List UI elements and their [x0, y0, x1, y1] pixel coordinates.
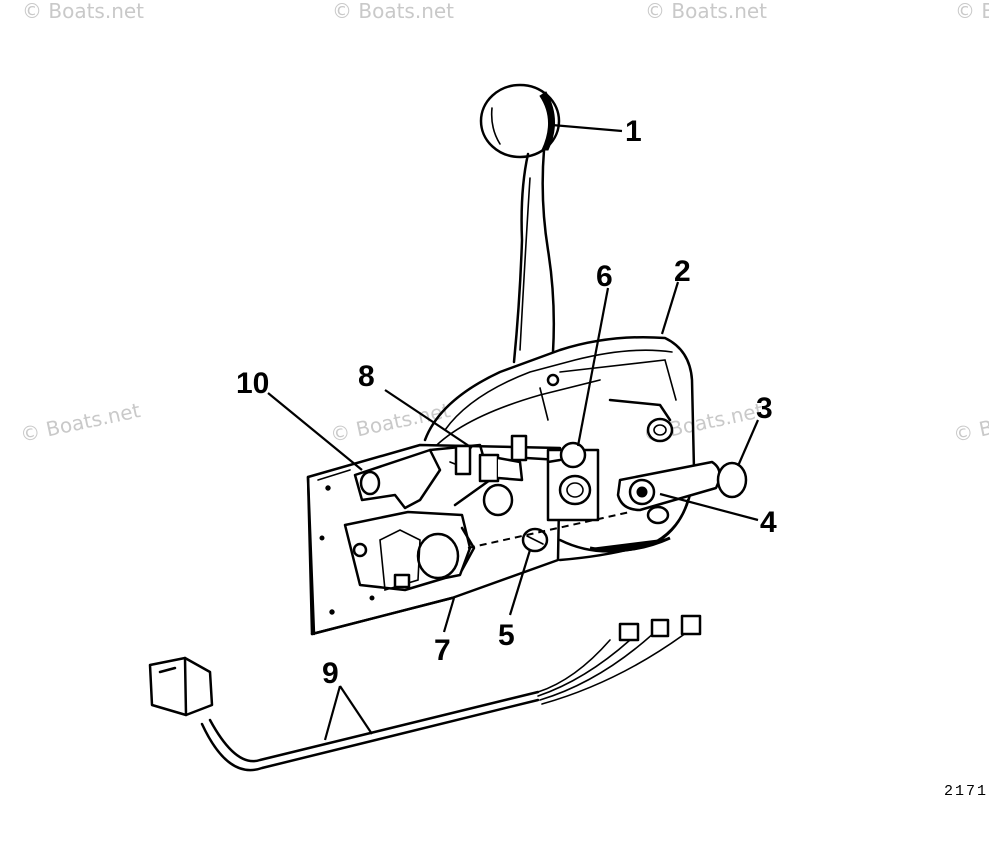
watermark-top-4: © Boats.net — [955, 0, 989, 23]
callout-6: 6 — [596, 260, 613, 293]
control-housing — [423, 335, 696, 562]
callout-9: 9 — [322, 657, 339, 690]
throttle-arm — [616, 460, 748, 525]
watermark-top-3: © Boats.net — [645, 0, 767, 23]
watermark-mid-4: © Boats.net — [951, 398, 989, 447]
wire-harness — [148, 614, 702, 772]
watermark-mid-1: © Boats.net — [18, 398, 142, 447]
watermark-top-1: © Boats.net — [22, 0, 144, 23]
callout-10: 10 — [236, 367, 269, 400]
watermark-group: © Boats.net © Boats.net © Boats.net © Bo… — [18, 0, 989, 447]
detent-screw — [521, 527, 549, 553]
callout-7: 7 — [434, 634, 451, 667]
switch-bracket-lower — [343, 510, 476, 592]
callout-1: 1 — [625, 115, 642, 148]
watermark-top-2: © Boats.net — [332, 0, 454, 23]
callout-4: 4 — [760, 506, 777, 539]
callout-3: 3 — [756, 392, 773, 425]
assembly-dash-line — [467, 511, 631, 549]
leader-lines — [267, 123, 760, 741]
switch-bracket-upper — [353, 434, 562, 517]
handle-shaft — [512, 148, 556, 364]
handle-knob — [479, 83, 561, 159]
callout-5: 5 — [498, 619, 515, 652]
callout-labels: 1 2 3 4 5 6 7 8 9 10 2171 — [236, 115, 988, 800]
figure-number: 2171 — [944, 783, 988, 800]
throttle-mechanism — [546, 417, 674, 522]
callout-2: 2 — [674, 255, 691, 288]
callout-8: 8 — [358, 360, 375, 393]
